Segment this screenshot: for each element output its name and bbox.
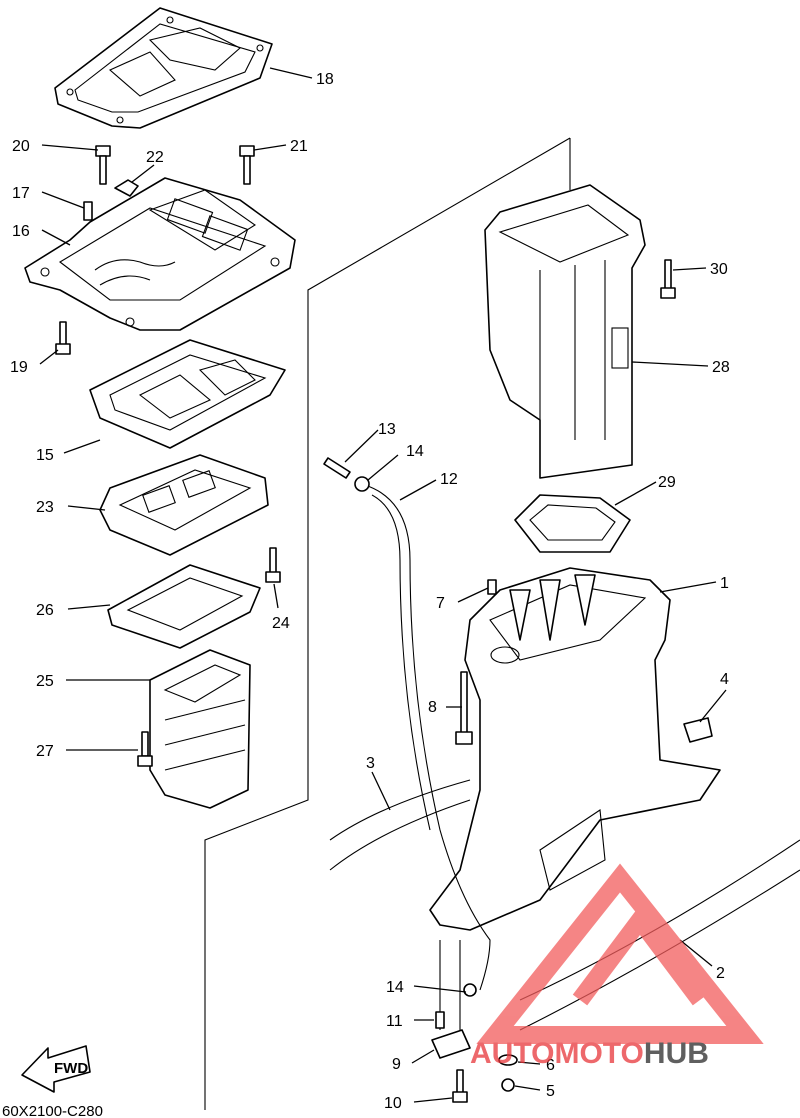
callout-labels: 18 20 21 22 17 16 19 15 23 26 24 25 27 3… — [10, 71, 730, 1112]
part-13-nipple[interactable] — [323, 457, 351, 479]
callout-30: 30 — [710, 261, 728, 278]
callout-12: 12 — [440, 471, 458, 488]
part-17-dowel-pin[interactable] — [83, 201, 93, 221]
fwd-label: FWD — [54, 1060, 88, 1077]
part-20-bolt[interactable] — [95, 145, 111, 185]
callout-27: 27 — [36, 743, 54, 760]
watermark-logo: AUTOMOTOHUB — [470, 863, 764, 1070]
callout-9: 9 — [392, 1056, 401, 1073]
part-29-rubber-seal[interactable] — [514, 494, 631, 553]
part-15-gasket[interactable] — [89, 339, 286, 449]
part-9-pipe[interactable] — [431, 1029, 471, 1059]
callout-14-upper: 14 — [406, 443, 424, 460]
callout-23: 23 — [36, 499, 54, 516]
part-16-exhaust-guide[interactable] — [24, 177, 296, 331]
callout-8: 8 — [428, 699, 437, 716]
callout-17: 17 — [12, 185, 30, 202]
part-11-pin[interactable] — [435, 1011, 445, 1029]
diagram-code: 60X2100-C280 — [2, 1103, 103, 1118]
watermark-triangle — [476, 863, 764, 1044]
leader-lines — [39, 67, 727, 1103]
part-10-bolt[interactable] — [452, 1069, 468, 1103]
callout-5: 5 — [546, 1083, 555, 1100]
callout-26: 26 — [36, 602, 54, 619]
part-25-muffler[interactable] — [149, 649, 251, 809]
forward-arrow: FWD — [21, 1045, 91, 1093]
callout-2: 2 — [716, 965, 725, 982]
callout-25: 25 — [36, 673, 54, 690]
callout-4: 4 — [720, 671, 729, 688]
callout-6: 6 — [546, 1057, 555, 1074]
callout-1: 1 — [720, 575, 729, 592]
part-5-screw[interactable] — [501, 1078, 515, 1092]
part-3-seal-strip[interactable] — [329, 779, 471, 871]
svg-text:AUTOMOTOHUB: AUTOMOTOHUB — [470, 1037, 709, 1070]
part-1-lower-casing[interactable] — [429, 567, 721, 931]
part-21-bolt[interactable] — [239, 145, 255, 185]
part-28-upper-casing[interactable] — [484, 184, 646, 479]
part-23-exhaust-plate[interactable] — [99, 454, 269, 556]
part-14-clip-lower[interactable] — [463, 983, 477, 997]
part-26-gasket[interactable] — [107, 564, 261, 649]
part-4-grommet[interactable] — [683, 717, 713, 743]
part-7-dowel-pin[interactable] — [487, 579, 497, 595]
watermark-auto: AUTO — [470, 1037, 554, 1070]
callout-19: 19 — [10, 359, 28, 376]
part-19-bolt[interactable] — [55, 321, 71, 355]
callout-11: 11 — [386, 1013, 403, 1030]
callout-18: 18 — [316, 71, 334, 88]
callout-13: 13 — [378, 421, 396, 438]
part-12-water-hose[interactable] — [364, 484, 491, 991]
callout-21: 21 — [290, 138, 308, 155]
callout-7: 7 — [436, 595, 445, 612]
part-30-bolt[interactable] — [660, 259, 676, 299]
callout-29: 29 — [658, 474, 676, 491]
callout-3: 3 — [366, 755, 375, 772]
part-14-clip-upper[interactable] — [354, 476, 370, 492]
callout-20: 20 — [12, 138, 30, 155]
callout-22: 22 — [146, 149, 164, 166]
callout-10: 10 — [384, 1095, 402, 1112]
part-8-bolt[interactable] — [455, 671, 473, 745]
callout-16: 16 — [12, 223, 30, 240]
callout-14-lower: 14 — [386, 979, 404, 996]
left-assembly-frame — [204, 137, 571, 1110]
callout-28: 28 — [712, 359, 730, 376]
part-27-bolt[interactable] — [137, 731, 153, 767]
part-24-bolt[interactable] — [265, 547, 281, 583]
part-18-upper-gasket[interactable] — [54, 7, 273, 129]
part-22-nipple[interactable] — [114, 179, 139, 197]
watermark-moto: MOTO — [554, 1037, 643, 1070]
callout-15: 15 — [36, 447, 54, 464]
callout-24: 24 — [272, 615, 290, 632]
watermark-hub: HUB — [644, 1037, 709, 1070]
part-6-washer[interactable] — [498, 1054, 518, 1066]
